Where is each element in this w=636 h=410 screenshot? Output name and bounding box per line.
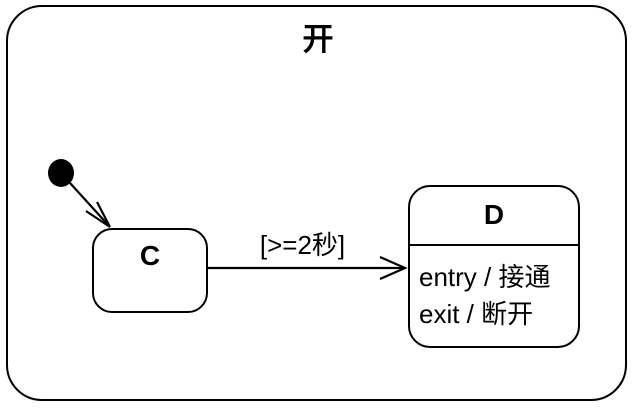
initial-state-dot	[48, 159, 74, 187]
state-d-exit-action: exit / 断开	[419, 299, 534, 329]
state-d-name: D	[483, 199, 505, 231]
state-d-name-compartment: D	[410, 187, 578, 246]
state-d-entry-action: entry / 接通	[419, 262, 551, 292]
state-d-actions-compartment: entry / 接通 exit / 断开	[410, 246, 578, 333]
transition-guard-label: [>=2秒]	[259, 230, 346, 260]
composite-state-title: 开	[302, 22, 334, 57]
state-d: D entry / 接通 exit / 断开	[408, 185, 580, 348]
state-c: C	[92, 228, 208, 313]
state-c-name: C	[139, 240, 161, 271]
